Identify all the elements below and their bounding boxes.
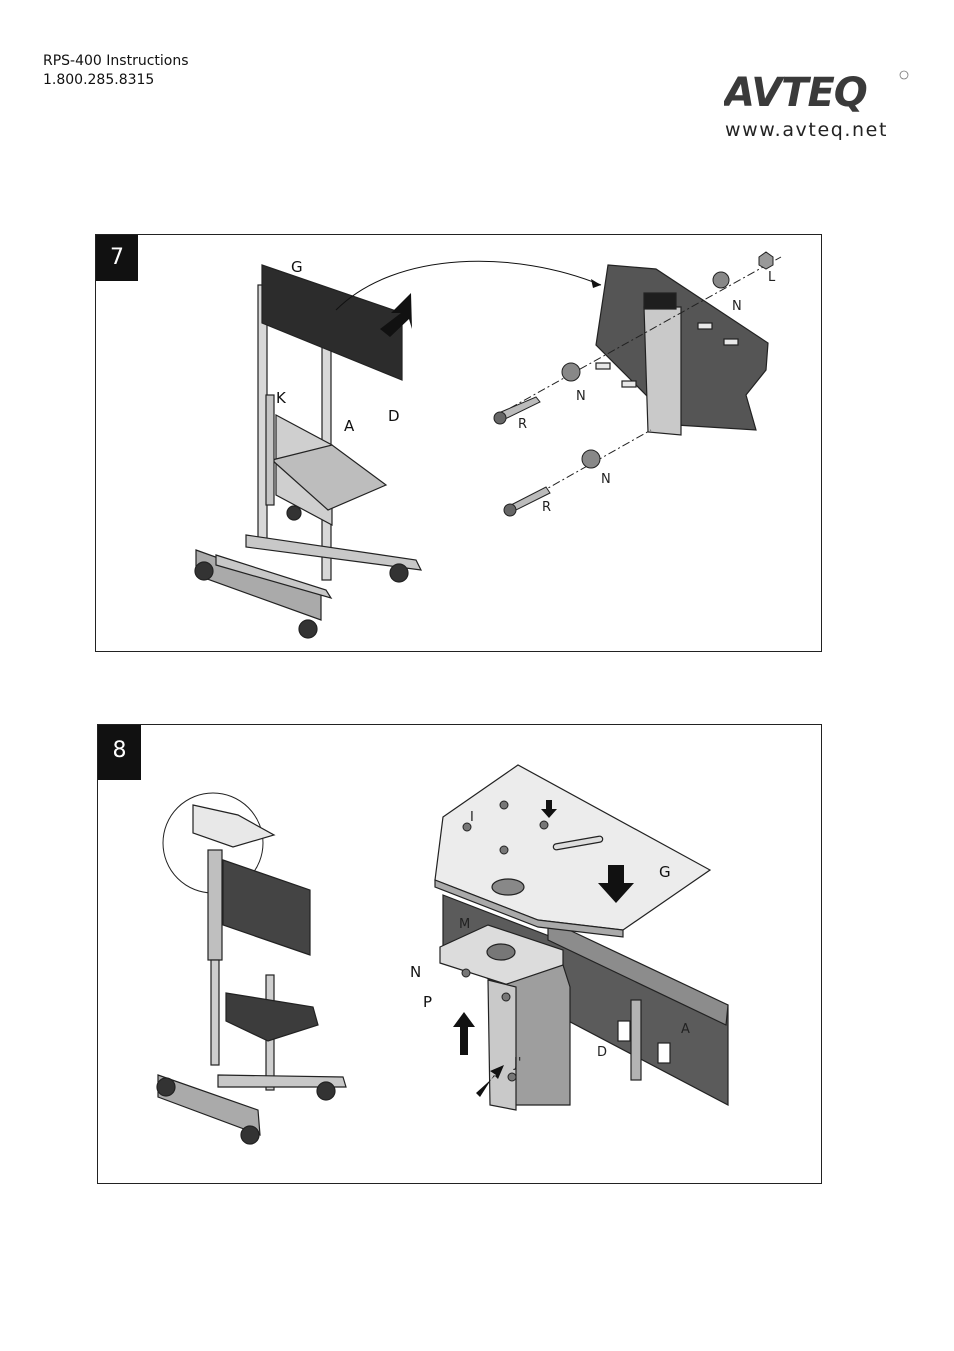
hardware: [493, 251, 782, 517]
label-n: N: [410, 963, 421, 981]
plate-detail: [434, 764, 729, 1111]
label-n-lower: N: [601, 472, 611, 487]
step-8-illustration: I G M N P J' A D: [156, 764, 729, 1145]
label-g: G: [659, 863, 671, 881]
step-7-panel: G K A D L N N N R R 7: [95, 234, 822, 652]
document-header: RPS-400 Instructions 1.800.285.8315: [43, 52, 189, 90]
avteq-logo: AVTEQ: [724, 70, 909, 112]
small-down-arrow: [541, 800, 557, 818]
website-url: www.avteq.net: [725, 119, 889, 141]
label-j-prime: J': [513, 1056, 521, 1071]
step-number: 7: [96, 235, 138, 281]
label-p: P: [423, 993, 432, 1011]
label-d: D: [597, 1045, 607, 1060]
label-d: D: [388, 407, 400, 425]
label-r-lower: R: [542, 500, 551, 515]
diagonal-arrow: [476, 1065, 504, 1097]
label-a: A: [681, 1022, 690, 1037]
label-n-middle: N: [576, 389, 586, 404]
label-m: M: [459, 917, 470, 932]
step-8-panel: I G M N P J' A D 8: [97, 724, 822, 1184]
label-i: I: [470, 810, 474, 825]
bracket-detail: [595, 264, 769, 436]
screws: [461, 800, 549, 1082]
down-arrow: [380, 293, 412, 337]
label-g: G: [291, 258, 303, 276]
step-number: 8: [98, 725, 141, 780]
cart-overview: [156, 804, 347, 1145]
label-l: L: [768, 270, 776, 285]
svg-text:AVTEQ: AVTEQ: [724, 70, 867, 112]
label-n-upper: N: [732, 299, 742, 314]
callout-arc: [335, 260, 602, 311]
label-a: A: [344, 417, 355, 435]
label-k: K: [276, 389, 287, 407]
down-arrow: [598, 865, 634, 903]
phone-number: 1.800.285.8315: [43, 72, 155, 88]
up-arrow: [453, 1012, 475, 1055]
document-title: RPS-400 Instructions: [43, 53, 189, 69]
cart-assembly: [194, 264, 423, 639]
label-r-upper: R: [518, 417, 527, 432]
step-7-illustration: G K A D L N N N R R: [194, 251, 782, 639]
